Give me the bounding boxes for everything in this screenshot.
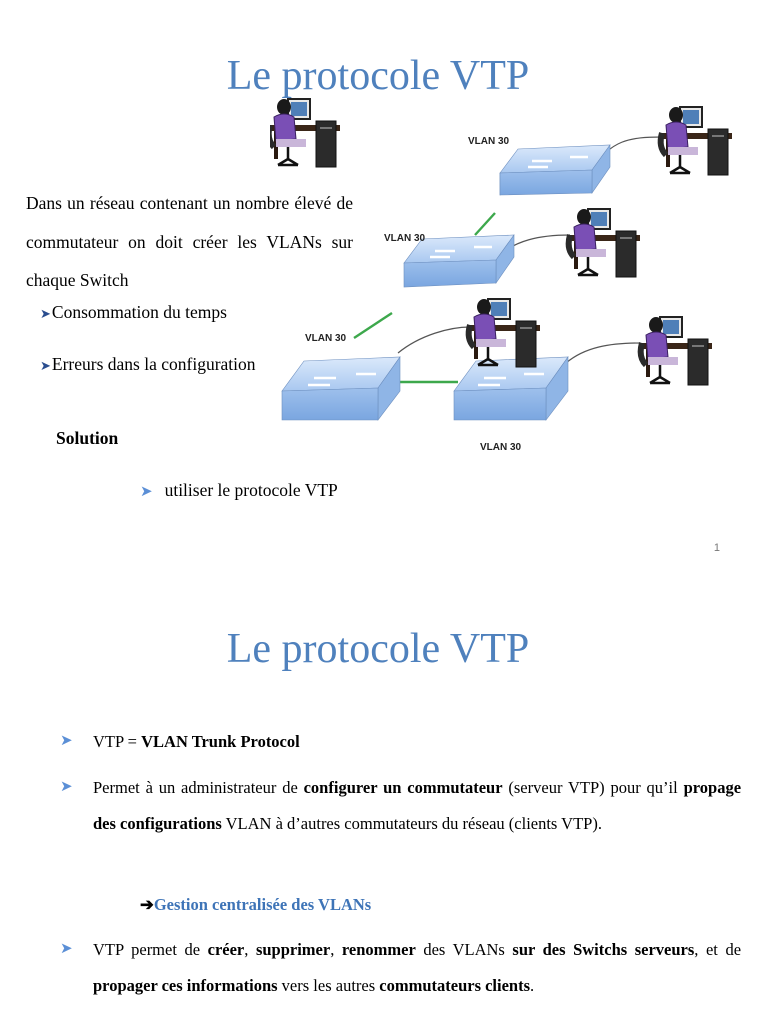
intro-paragraph: Dans un réseau contenant un nombre élevé… (26, 193, 353, 290)
slide-1: Le protocole VTP Dans un réseau contenan… (26, 53, 750, 554)
solution-item: ➤utiliser le protocole VTP (140, 480, 338, 500)
workstation-1 (661, 107, 732, 175)
network-diagram: VLAN 30 VLAN 30 VLAN 30 VLAN 30 (270, 98, 750, 453)
workstation-4 (641, 317, 712, 385)
arrow-bullet-icon: ➤ (40, 358, 51, 373)
slide-2: Le protocole VTP ➤ VTP = VLAN Trunk Prot… (0, 590, 768, 1024)
vlan-label: VLAN 30 (305, 333, 347, 344)
arrow-bullet-icon: ➤ (40, 306, 51, 321)
switch-2 (403, 234, 515, 288)
vlan-label: VLAN 30 (384, 233, 426, 244)
centralized-management-note: ➔Gestion centralisée des VLANs (140, 895, 372, 914)
switch-4 (453, 356, 569, 421)
bullet-vtp-definition: VTP = VLAN Trunk Protocol (93, 732, 300, 751)
right-arrow-icon: ➔ (140, 895, 154, 914)
triangle-bullet-icon: ➤ (60, 779, 73, 795)
vlan-label: VLAN 30 (468, 136, 510, 147)
bullet-item: ➤Consommation du temps (40, 302, 227, 322)
triangle-bullet-icon: ➤ (140, 484, 153, 500)
bullet-item: ➤Erreurs dans la configuration (40, 354, 256, 374)
solution-heading: Solution (56, 428, 119, 448)
triangle-bullet-icon: ➤ (60, 941, 73, 957)
workstation-3 (469, 299, 540, 367)
bullet-vtp-capabilities: VTP permet de créer, supprimer, renommer… (93, 940, 742, 995)
slide-title: Le protocole VTP (226, 53, 530, 99)
triangle-bullet-icon: ➤ (60, 733, 73, 749)
page-number: 1 (713, 542, 720, 554)
slide-title: Le protocole VTP (226, 626, 530, 672)
workstation-2 (569, 209, 640, 277)
vlan-label: VLAN 30 (480, 442, 522, 453)
workstation-1 (270, 98, 340, 168)
switch-3 (281, 356, 401, 421)
bullet-vtp-purpose: Permet à un administrateur de configurer… (93, 778, 742, 833)
switch-1 (499, 144, 611, 196)
